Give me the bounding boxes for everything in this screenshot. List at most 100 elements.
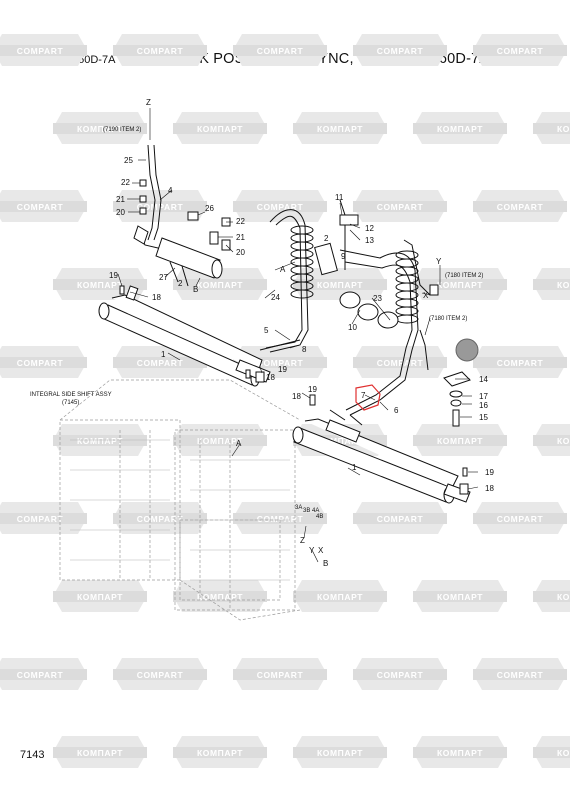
watermark-text: КОМПАРТ [317,124,363,134]
label-part-16: 16 [479,401,488,410]
watermark-tile: КОМПАРТ [53,736,147,768]
watermark-text: КОМПАРТ [557,124,570,134]
label-ref-7180-a: (7180 ITEM 2) [445,273,483,279]
watermark-text: COMPART [377,202,424,212]
label-ref-b: B [193,285,198,294]
watermark-tile: COMPART [233,346,327,378]
watermark-tile: COMPART [0,190,87,222]
label-part-7: 7 [361,391,366,400]
label-ref-7190: (7190 ITEM 2) [103,127,141,133]
label-part-3: 2 [324,234,329,243]
watermark-tile: КОМПАРТ [533,424,570,456]
watermark-tile: COMPART [0,346,87,378]
watermark-tile: COMPART [473,502,567,534]
watermark-tile: КОМПАРТ [53,580,147,612]
label-part-21a: 21 [116,195,125,204]
watermark-text: COMPART [17,514,64,524]
watermark-tile: КОМПАРТ [53,424,147,456]
label-part-26: 26 [205,204,214,213]
watermark-text: КОМПАРТ [437,436,483,446]
label-part-10: 10 [348,323,357,332]
watermark-text: КОМПАРТ [557,748,570,758]
watermark-tile: КОМПАРТ [173,268,267,300]
watermark-text: COMPART [137,358,184,368]
watermark-text: COMPART [17,670,64,680]
watermark-text: COMPART [137,670,184,680]
label-ref-7180-b: (7180 ITEM 2) [429,316,467,322]
label-z-top: Z [146,98,151,107]
watermark-text: COMPART [497,46,544,56]
label-part-11: 11 [335,193,344,202]
watermark-tile: КОМПАРТ [533,268,570,300]
watermark-tile: COMPART [353,658,447,690]
watermark-text: COMPART [17,358,64,368]
watermark-tile: COMPART [0,658,87,690]
label-part-19b: 19 [278,365,287,374]
label-part-1a: 1 [161,350,166,359]
label-part-14: 14 [479,375,488,384]
watermark-tile: COMPART [113,34,207,66]
watermark-tile: COMPART [113,502,207,534]
watermark-text: COMPART [257,670,304,680]
label-part-22b: 22 [236,217,245,226]
part-labels: Z (7190 ITEM 2) 25 22 4 21 20 26 22 21 2… [30,98,494,568]
label-part-13: 13 [365,236,374,245]
label-note-3b: 3B 4A [303,508,319,514]
label-ref-y: Y [436,257,442,266]
label-part-4: 4 [168,186,173,195]
label-part-19c: 19 [308,385,317,394]
label-ref-z2: Z [300,536,305,545]
label-note-4b: 4B [316,514,323,520]
watermark-tile: COMPART [353,502,447,534]
watermark-text: COMPART [257,514,304,524]
watermark-tile: КОМПАРТ [413,580,507,612]
label-part-27: 27 [159,273,168,282]
watermark-text: КОМПАРТ [437,124,483,134]
watermark-tile: КОМПАРТ [53,112,147,144]
watermark-text: COMPART [257,358,304,368]
label-part-15: 15 [479,413,488,422]
watermark-tile: COMPART [473,34,567,66]
watermark-tile: КОМПАРТ [173,424,267,456]
watermark-text: КОМПАРТ [197,592,243,602]
watermark-text: КОМПАРТ [557,280,570,290]
highlight-part-7 [355,384,381,411]
watermark-text: COMPART [137,514,184,524]
label-part-12: 12 [365,224,374,233]
watermark-text: КОМПАРТ [77,124,123,134]
watermark-text: КОМПАРТ [77,748,123,758]
hose-guard-rings [339,291,399,329]
label-part-21b: 21 [236,233,245,242]
label-part-19a: 19 [109,271,118,280]
label-part-17: 17 [479,392,488,401]
watermark-text: COMPART [137,46,184,56]
label-part-1b: 1 [352,463,357,472]
watermark-tile: COMPART [473,658,567,690]
label-ref-x2: X [318,546,324,555]
watermark-text: COMPART [497,514,544,524]
watermark-text: КОМПАРТ [317,748,363,758]
watermark-tile: COMPART [353,190,447,222]
leader-lines [117,108,479,563]
watermark-tile: COMPART [473,346,567,378]
watermark-tile: КОМПАРТ [293,736,387,768]
relief-valve-block [133,225,223,287]
watermark-tile: COMPART [233,190,327,222]
label-part-23: 23 [373,294,382,303]
watermark-tile: КОМПАРТ [173,112,267,144]
label-part-25: 25 [124,156,133,165]
label-part-8: 8 [302,345,307,354]
label-part-18d: 18 [485,484,494,493]
watermark-text: КОМПАРТ [197,436,243,446]
watermark-text: КОМПАРТ [77,280,123,290]
watermark-text: КОМПАРТ [437,748,483,758]
watermark-tile: КОМПАРТ [413,268,507,300]
label-part-20b: 20 [236,248,245,257]
hydraulic-hoses [139,144,431,426]
label-part-24: 24 [271,293,280,302]
watermark-text: COMPART [17,46,64,56]
watermark-tile: COMPART [233,502,327,534]
label-part-22a: 22 [121,178,130,187]
watermark-tile: КОМПАРТ [293,112,387,144]
